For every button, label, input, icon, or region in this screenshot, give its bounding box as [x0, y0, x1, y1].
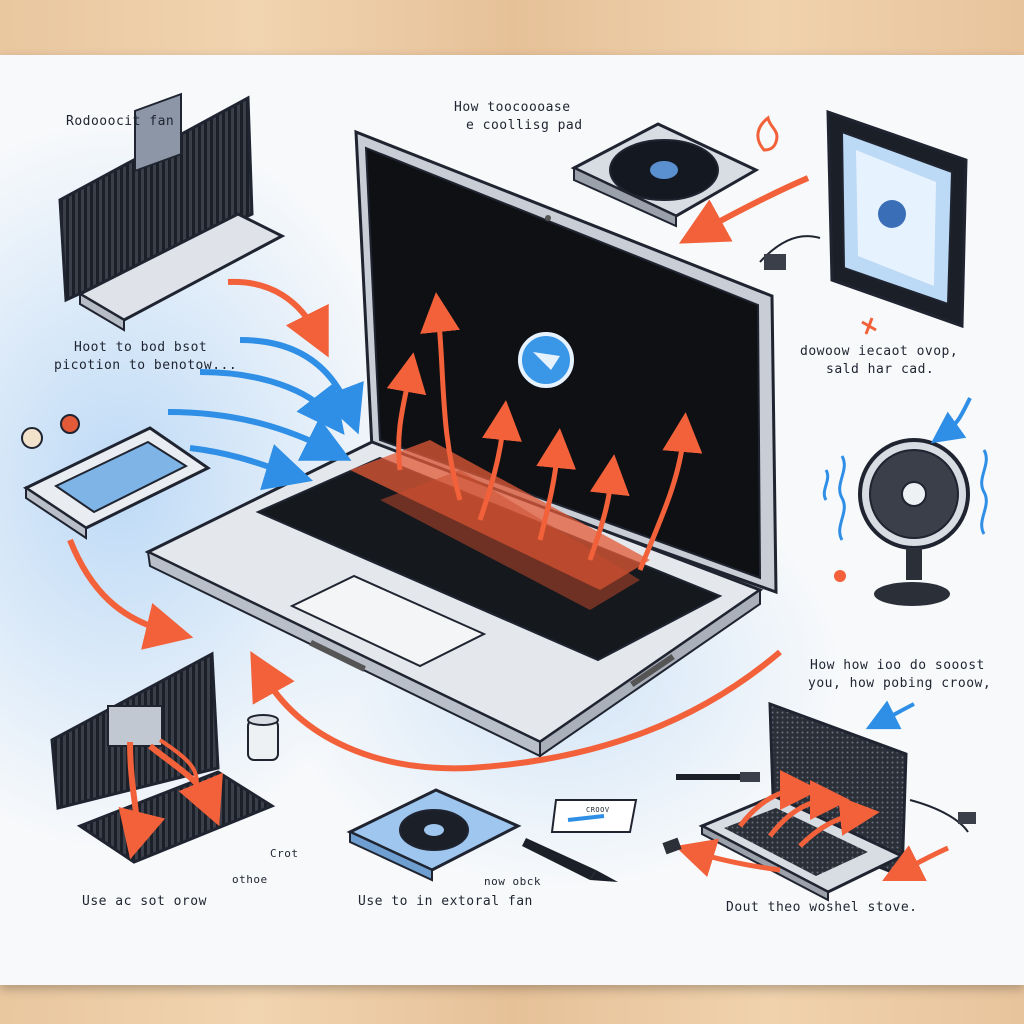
flow-arrows-left [67, 278, 364, 650]
label-right-lower-2: you, how pobing croow, [808, 676, 992, 691]
screwdriver-icon [676, 772, 760, 782]
small-laptop-icon [698, 701, 976, 902]
label-top-center-2: e coollisg pad [466, 118, 583, 133]
monitor-icon [759, 109, 968, 329]
heat-arrows [386, 292, 703, 571]
label-top-left: Rodooocit fan [66, 114, 175, 129]
label-right-mid-2: sald har cad. [826, 362, 935, 377]
hot-keys [350, 440, 650, 610]
label-note-card: CROOV [586, 806, 610, 814]
label-bottom-left-small-2: othoe [232, 873, 268, 886]
label-left-mid-2: picotion to benotow... [54, 358, 238, 373]
cooling-pad-top-icon [570, 122, 760, 228]
desk-fan-icon [858, 438, 970, 606]
cup-icon [247, 714, 279, 761]
label-bottom-right-caption: Dout theo woshel stove. [726, 900, 918, 915]
keyboard [255, 456, 723, 662]
label-bottom-center-caption: Use to in extoral fan [358, 894, 533, 909]
heatsink-icon [58, 92, 286, 332]
pen-icon [522, 838, 618, 882]
label-bottom-center-small: now obck [484, 875, 541, 888]
label-left-mid-1: Hoot to bod bsot [74, 340, 208, 355]
label-right-lower-1: How how ioo do sooost [810, 658, 985, 673]
label-right-mid-1: dowoow iecaot ovop, [800, 344, 959, 359]
cooling-pad-icon [21, 414, 211, 540]
label-bottom-left-small-1: Crot [270, 847, 299, 860]
cooling-stand-icon [50, 651, 276, 864]
external-fan-icon [346, 788, 522, 882]
flame-icon [756, 115, 779, 152]
label-top-center-1: How toocoooase [454, 100, 571, 115]
note-card [550, 799, 638, 833]
trackpad [289, 574, 487, 668]
return-arrow [250, 649, 782, 772]
air-waves-icon [822, 449, 988, 541]
label-bottom-left-caption: Use ac sot orow [82, 894, 207, 909]
